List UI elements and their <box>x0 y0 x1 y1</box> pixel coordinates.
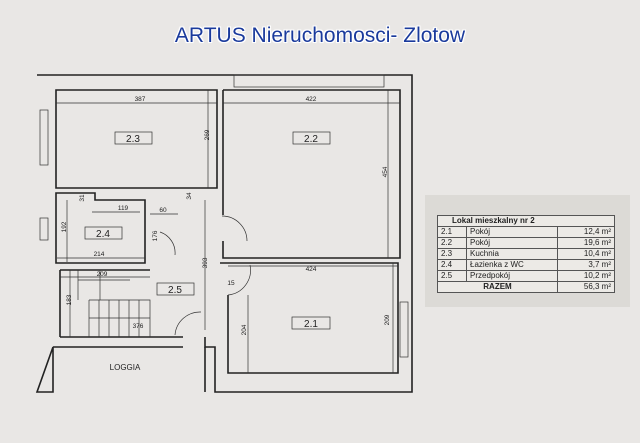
dim-269: 269 <box>204 129 211 140</box>
dim-31: 31 <box>79 194 86 202</box>
stairs-wall <box>59 269 150 337</box>
dim-119: 119 <box>118 205 129 212</box>
dim-192: 192 <box>61 221 68 232</box>
dim-15: 15 <box>227 280 235 287</box>
room-name: Przedpokój <box>466 270 558 282</box>
room-area: 3,7 m² <box>557 259 615 271</box>
loggia-label: LOGGIA <box>110 363 141 372</box>
room-no: 2.5 <box>437 270 467 282</box>
loggia-wall <box>53 346 206 392</box>
room-name: Pokój <box>466 226 558 238</box>
dim-176: 176 <box>152 230 159 241</box>
room-name: Pokój <box>466 237 558 249</box>
window-kitchen <box>39 109 49 166</box>
inner-wall <box>55 89 218 189</box>
svg-text:2.1: 2.1 <box>304 319 318 330</box>
room-no: 2.2 <box>437 237 467 249</box>
total-area: 56,3 m² <box>557 281 615 293</box>
room-area: 12,4 m² <box>557 226 615 238</box>
room-label-2-2: 2.2 <box>292 131 331 145</box>
room-label-2-4: 2.4 <box>84 226 123 240</box>
dim-376: 376 <box>133 323 144 330</box>
dim-60: 60 <box>159 207 167 214</box>
dim-393: 393 <box>202 257 209 268</box>
svg-text:2.5: 2.5 <box>168 285 182 296</box>
dim-209-room: 209 <box>384 314 391 325</box>
door-2-2 <box>221 215 248 242</box>
svg-text:2.4: 2.4 <box>96 229 110 240</box>
room-name: Łazienka z WC <box>466 259 558 271</box>
room-area: 10,4 m² <box>557 248 615 260</box>
door-2-4 <box>159 231 176 256</box>
room-label-2-1: 2.1 <box>291 316 331 330</box>
door-2-1 <box>227 264 251 296</box>
dim-387: 387 <box>135 96 146 103</box>
room-2-2-wall <box>222 89 401 259</box>
table-header: Lokal mieszkalny nr 2 <box>437 215 615 227</box>
dim-34: 34 <box>186 192 193 200</box>
page-title: ARTUS Nieruchomosci- Zlotow <box>174 24 466 47</box>
room-no: 2.1 <box>437 226 467 238</box>
room-label-2-3: 2.3 <box>114 131 153 145</box>
dim-209-stairs: 209 <box>97 271 108 278</box>
dim-454: 454 <box>382 166 389 177</box>
dim-204: 204 <box>241 324 248 335</box>
room-no: 2.3 <box>437 248 467 260</box>
room-2-1-wall <box>220 262 399 374</box>
room-area: 19,6 m² <box>557 237 615 249</box>
room-name: Kuchnia <box>466 248 558 260</box>
bathroom-wall <box>55 192 146 264</box>
outer-wall <box>35 74 413 393</box>
room-label-2-5: 2.5 <box>156 282 195 296</box>
svg-text:2.2: 2.2 <box>304 134 318 145</box>
stairs <box>77 270 151 337</box>
door-loggia <box>174 311 202 336</box>
dim-183: 183 <box>66 294 73 305</box>
window-bathroom <box>39 217 49 241</box>
room-no: 2.4 <box>437 259 467 271</box>
dim-424: 424 <box>306 266 317 273</box>
window-top <box>233 74 385 88</box>
dimension-lines <box>56 90 400 373</box>
window-room-2-1 <box>399 301 409 358</box>
svg-text:2.3: 2.3 <box>126 134 140 145</box>
dim-422: 422 <box>306 96 317 103</box>
total-label: RAZEM <box>437 281 558 293</box>
room-area: 10,2 m² <box>557 270 615 282</box>
dim-214: 214 <box>94 251 105 258</box>
